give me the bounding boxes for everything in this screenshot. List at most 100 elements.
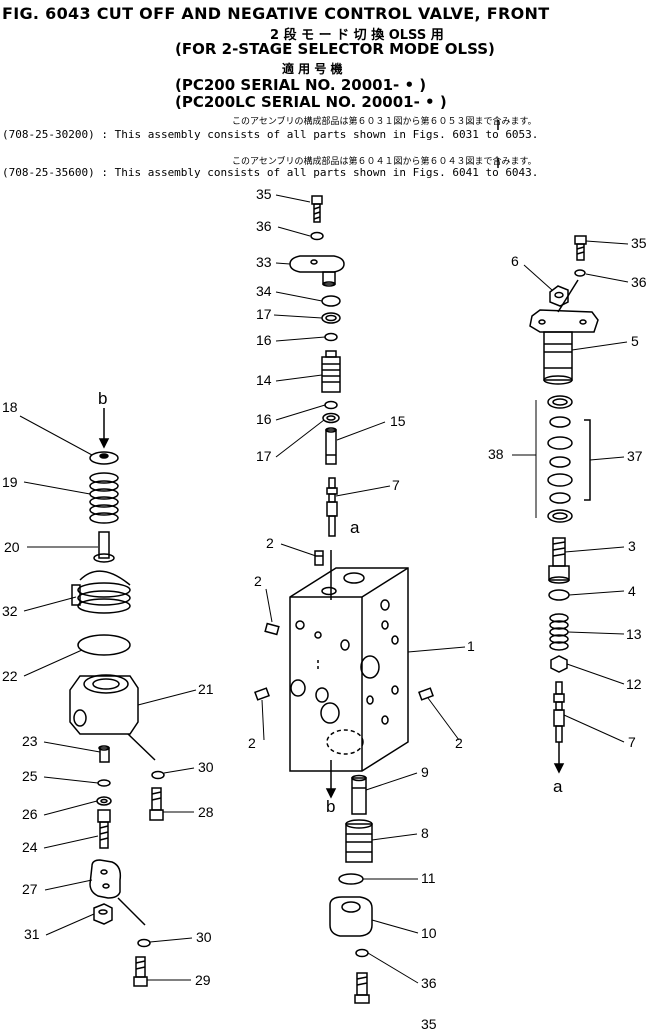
part-38-37-ring-set (547, 395, 591, 523)
part-16-ring (324, 332, 338, 342)
callout-35: 35 (256, 186, 272, 202)
part-16-ring-b (324, 400, 338, 410)
left-stack (69, 408, 165, 987)
part-6-nut (549, 285, 569, 307)
note-2-english: (708-25-35600) : This assembly consists … (2, 166, 539, 179)
callout-21: 21 (198, 681, 214, 697)
callout-30: 30 (198, 759, 214, 775)
callout-7: 7 (392, 477, 400, 493)
part-13-spring (549, 613, 569, 651)
callout-2-d: 2 (455, 735, 463, 751)
part-5-cover (529, 279, 599, 385)
callout-a: a (350, 518, 360, 537)
part-17-ring-b (322, 412, 340, 424)
callout-17-b: 17 (256, 448, 272, 464)
note-1-english: (708-25-30200) : This assembly consists … (2, 128, 539, 141)
callout-2-b: 2 (254, 573, 262, 589)
part-24-screw (97, 809, 111, 849)
subtitle-english: (FOR 2-STAGE SELECTOR MODE OLSS) (175, 40, 495, 58)
part-2-plug-left-b (254, 687, 270, 701)
part-25-o-ring (97, 779, 111, 787)
callout-38: 38 (488, 446, 504, 462)
callout-16-b: 16 (256, 411, 272, 427)
callout-31: 31 (24, 926, 40, 942)
part-12-seat (550, 655, 568, 673)
part-34-o-ring (321, 295, 341, 307)
callout-33: 33 (256, 254, 272, 270)
callout-10: 10 (421, 925, 437, 941)
callout-11: 11 (421, 870, 436, 886)
part-2-plug-top (314, 550, 324, 566)
callout-6: 6 (511, 253, 519, 269)
serial-line-pc200: (PC200 SERIAL NO. 20001- • ) (175, 76, 427, 94)
note-1-japanese: このアセンブリの構成部品は第６０３１図から第６０５３図まで含みます。 (232, 117, 537, 127)
part-36-washer-b (355, 948, 369, 958)
callout-2-c: 2 (248, 735, 256, 751)
leader-lines (19, 194, 629, 984)
part-36-washer (310, 231, 324, 241)
part-1-valve-body (289, 567, 409, 772)
callout-1: 1 (467, 638, 475, 654)
callout-18: 18 (2, 399, 18, 415)
figure-header: FIG. 6043 CUT OFF AND NEGATIVE CONTROL V… (0, 0, 650, 190)
callout-22: 22 (2, 668, 18, 684)
part-7-spool (326, 477, 338, 537)
callout-a-right: a (553, 777, 563, 796)
part-27-plate (89, 859, 146, 926)
callout-36-b: 36 (421, 975, 437, 991)
callout-27: 27 (22, 881, 38, 897)
part-30-washer (151, 770, 165, 780)
part-2-plug-left (264, 622, 280, 636)
callout-36: 36 (256, 218, 272, 234)
part-30-washer-b (137, 938, 151, 948)
part-32-retainer (71, 570, 131, 614)
part-35-bolt-c (574, 235, 587, 261)
callout-9: 9 (421, 764, 429, 780)
right-stack (529, 235, 599, 774)
callout-16: 16 (256, 332, 272, 348)
arrow-b-down (325, 788, 337, 799)
part-15-pin (325, 427, 337, 465)
callout-4: 4 (628, 583, 636, 599)
callout-12: 12 (626, 676, 642, 692)
part-2-plug-right (418, 687, 434, 701)
part-35-bolt (311, 195, 323, 223)
part-23-bolt (98, 745, 110, 763)
part-21-housing (69, 674, 156, 761)
part-17-ring (321, 312, 341, 324)
callout-34: 34 (256, 283, 272, 299)
part-19-spring (89, 472, 119, 524)
note-2-japanese: このアセンブリの構成部品は第６０４１図から第６０４３図まで含みます。 (232, 157, 537, 167)
figure-title: FIG. 6043 CUT OFF AND NEGATIVE CONTROL V… (2, 4, 550, 23)
part-8-sleeve (345, 819, 373, 863)
part-18-seat (89, 451, 119, 465)
callout-7-b: 7 (628, 734, 636, 750)
part-10-cap (329, 896, 373, 937)
callout-13: 13 (626, 626, 642, 642)
callout-35-c: 35 (631, 235, 647, 251)
part-3-plug (548, 537, 570, 584)
callout-17: 17 (256, 306, 272, 322)
callout-2: 2 (266, 535, 274, 551)
part-28-bolt (149, 787, 164, 821)
center-stack (254, 195, 434, 1004)
callout-14: 14 (256, 372, 272, 388)
part-36-washer-c (574, 269, 586, 277)
part-20-piston (93, 531, 115, 563)
callout-32: 32 (2, 603, 18, 619)
callout-5: 5 (631, 333, 639, 349)
part-14-plunger (321, 350, 341, 393)
part-11-o-ring (338, 873, 364, 885)
callout-labels: 35 36 33 34 17 16 14 16 17 15 7 a 2 2 1 … (2, 186, 647, 1029)
callout-19: 19 (2, 474, 18, 490)
callout-b-left: b (98, 389, 107, 408)
callout-23: 23 (22, 733, 38, 749)
part-31-nut (93, 903, 113, 925)
part-35-bolt-b (354, 972, 370, 1004)
callout-b: b (326, 797, 335, 816)
callout-20: 20 (4, 539, 20, 555)
part-29-bolt (133, 956, 148, 987)
callout-3: 3 (628, 538, 636, 554)
arrow-a-down (553, 763, 565, 774)
